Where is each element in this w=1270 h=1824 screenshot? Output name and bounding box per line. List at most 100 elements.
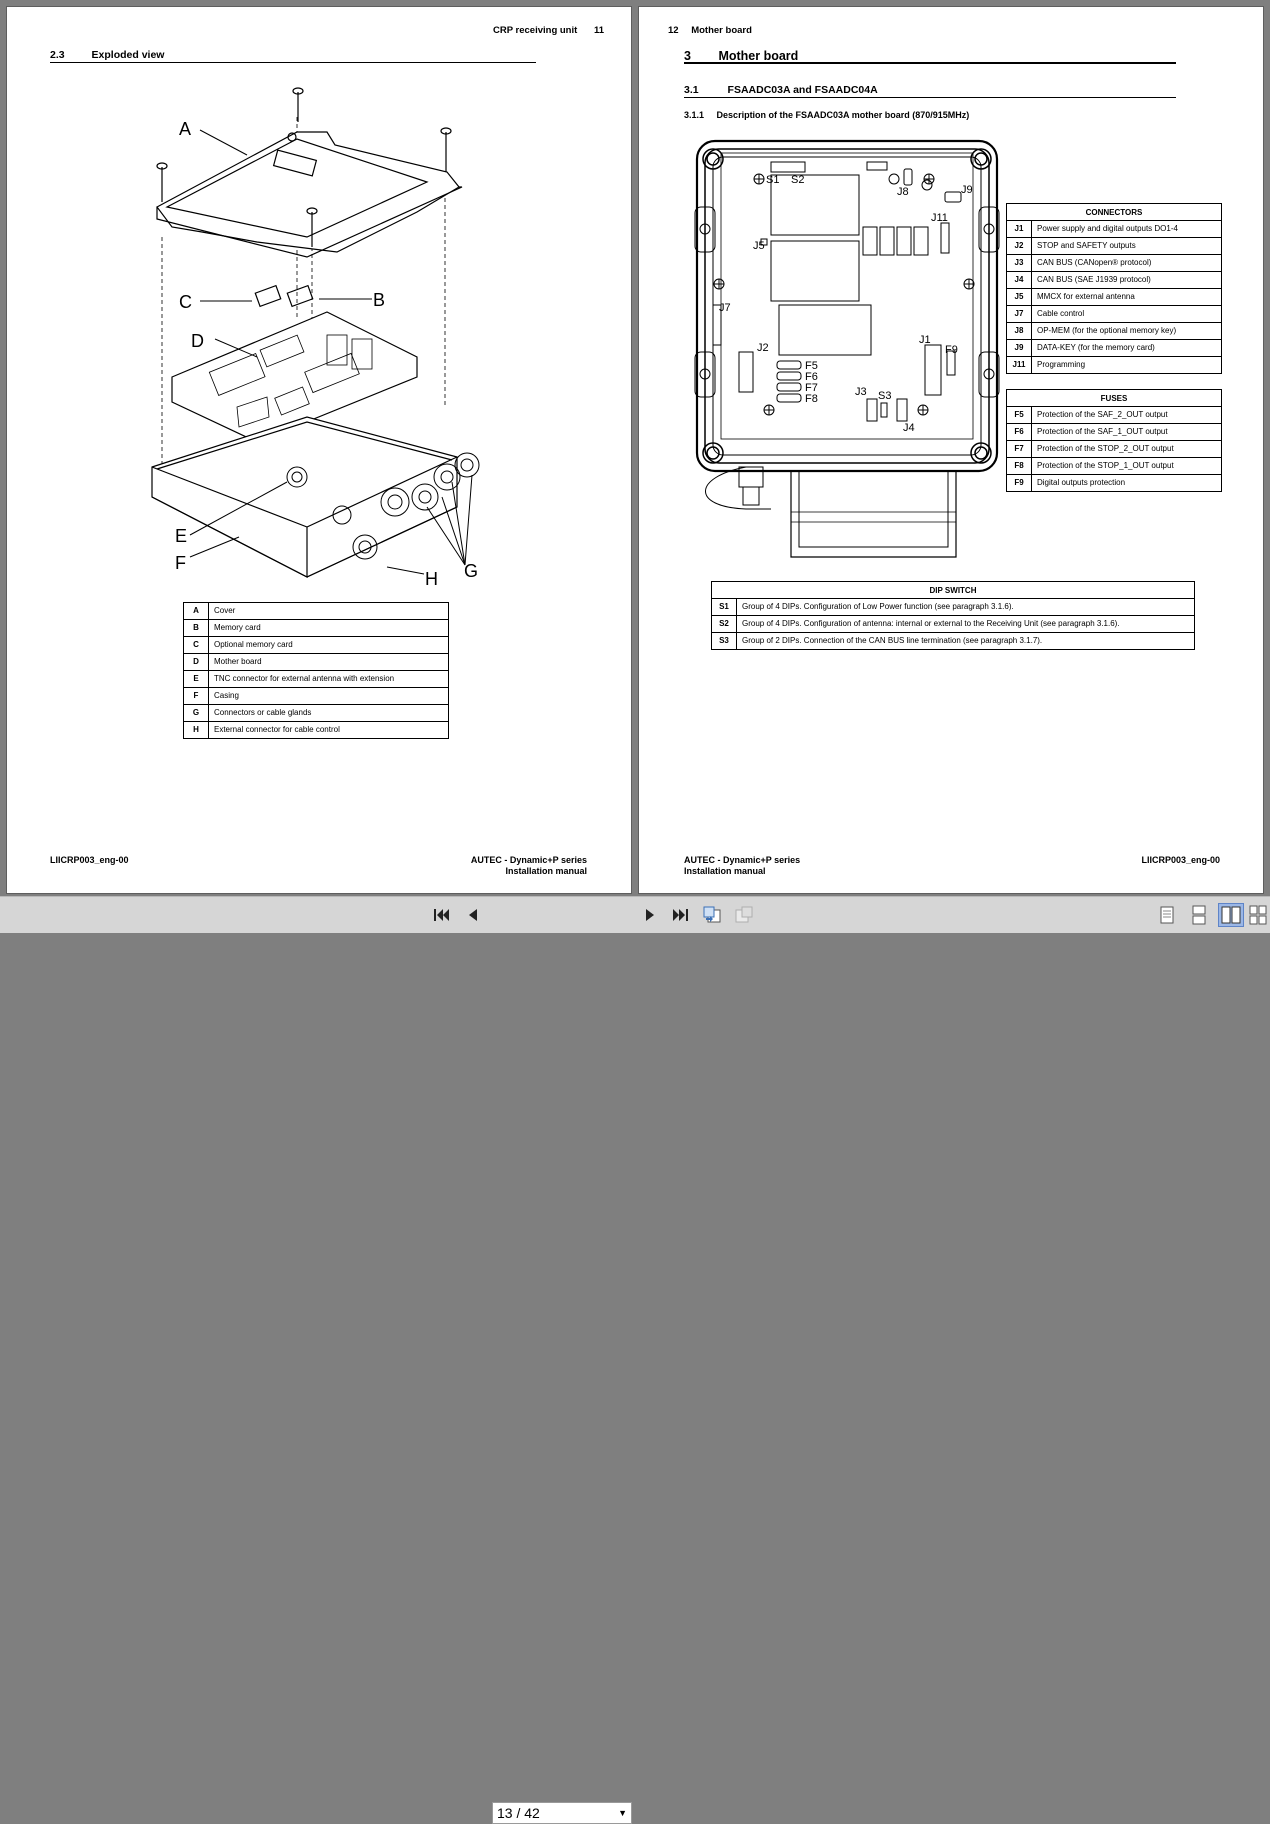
row-description: Group of 2 DIPs. Connection of the CAN B…	[736, 632, 1195, 650]
row-key: F9	[1006, 474, 1032, 492]
two-page-icon[interactable]	[1218, 903, 1244, 927]
row-key: F6	[1006, 423, 1032, 441]
section-rule	[684, 97, 1176, 98]
row-key: S1	[711, 598, 737, 616]
two-page-continuous-icon[interactable]	[1248, 903, 1268, 927]
left-page: CRP receiving unit 11 2.3 Exploded view	[6, 6, 632, 894]
label-g: G	[464, 561, 478, 581]
chapter-heading: 3 Mother board	[684, 49, 798, 63]
row-description: Connectors or cable glands	[208, 704, 449, 722]
row-key: B	[183, 619, 209, 637]
chevron-down-icon[interactable]: ▼	[618, 1808, 627, 1818]
first-page-icon[interactable]	[432, 905, 452, 925]
board-label-j11: J11	[931, 212, 948, 224]
chapter-number: 3	[684, 49, 691, 63]
footer-title: AUTEC - Dynamic+P series Installation ma…	[471, 855, 587, 877]
row-key: A	[183, 602, 209, 620]
board-label-j3: J3	[855, 386, 867, 398]
row-key: J3	[1006, 254, 1032, 272]
viewer-toolbar: 13 / 42 ▼	[0, 896, 1270, 1824]
row-key: J1	[1006, 220, 1032, 238]
board-label-j9: J9	[961, 184, 973, 196]
dip-title: DIP SWITCH	[711, 581, 1195, 599]
row-description: DATA-KEY (for the memory card)	[1031, 339, 1222, 357]
section-number: 3.1	[684, 84, 699, 96]
right-page: 12 Mother board 3 Mother board 3.1 FSAAD…	[638, 6, 1264, 894]
footer-manual: Installation manual	[505, 866, 587, 876]
label-a: A	[179, 119, 191, 139]
row-description: Protection of the SAF_2_OUT output	[1031, 406, 1222, 424]
row-key: J9	[1006, 339, 1032, 357]
row-description: CAN BUS (CANopen® protocol)	[1031, 254, 1222, 272]
row-key: F8	[1006, 457, 1032, 475]
board-label-s1: S1	[766, 174, 779, 186]
footer-series: AUTEC - Dynamic+P series	[470, 855, 587, 865]
mother-board-figure: S1 S2 J8 J9 J11 J5 J7 J2 J1 F9 F5 F6 F7 …	[694, 139, 1000, 558]
row-description: Casing	[208, 687, 449, 705]
header-title: CRP receiving unit	[493, 25, 578, 36]
row-description: Protection of the SAF_1_OUT output	[1031, 423, 1222, 441]
last-page-icon[interactable]	[670, 905, 690, 925]
row-key: E	[183, 670, 209, 688]
row-key: F	[183, 687, 209, 705]
board-label-f7: F7	[805, 382, 818, 394]
row-description: Cover	[208, 602, 449, 620]
row-description: CAN BUS (SAE J1939 protocol)	[1031, 271, 1222, 289]
single-page-icon[interactable]	[1154, 903, 1180, 927]
row-key: J8	[1006, 322, 1032, 340]
board-label-f6: F6	[805, 371, 818, 383]
row-description: Memory card	[208, 619, 449, 637]
row-description: Group of 4 DIPs. Configuration of Low Po…	[736, 598, 1195, 616]
row-description: Mother board	[208, 653, 449, 671]
fuses-title: FUSES	[1006, 389, 1222, 407]
board-label-j4: J4	[903, 422, 915, 434]
label-f: F	[175, 553, 186, 573]
section-heading: 2.3 Exploded view	[50, 49, 164, 61]
page-number-input[interactable]: 13 / 42 ▼	[492, 1802, 632, 1824]
footer-code: LIICRP003_eng-00	[50, 855, 129, 865]
row-description: MMCX for external antenna	[1031, 288, 1222, 306]
chapter-title: Mother board	[718, 49, 799, 63]
row-key: S2	[711, 615, 737, 633]
row-key: J5	[1006, 288, 1032, 306]
row-key: J2	[1006, 237, 1032, 255]
board-label-j1: J1	[919, 334, 931, 346]
continuous-icon[interactable]	[1186, 903, 1212, 927]
back-view-icon[interactable]	[702, 905, 722, 925]
row-key: F7	[1006, 440, 1032, 458]
row-description: STOP and SAFETY outputs	[1031, 237, 1222, 255]
forward-view-icon[interactable]	[734, 905, 754, 925]
board-label-j7: J7	[719, 302, 731, 314]
board-label-f8: F8	[805, 393, 818, 405]
board-label-j5: J5	[753, 240, 765, 252]
exploded-view-figure: A B C D E F G H	[151, 87, 480, 589]
next-page-icon[interactable]	[640, 905, 660, 925]
section-rule	[50, 62, 536, 63]
board-label-j2: J2	[757, 342, 769, 354]
row-description: Protection of the STOP_1_OUT output	[1031, 457, 1222, 475]
label-e: E	[175, 526, 187, 546]
prev-page-icon[interactable]	[463, 905, 483, 925]
row-description: Digital outputs protection	[1031, 474, 1222, 492]
row-description: Group of 4 DIPs. Configuration of antenn…	[736, 615, 1195, 633]
chapter-rule	[684, 62, 1176, 64]
subsection-heading: 3.1.1 Description of the FSAADC03A mothe…	[684, 110, 969, 120]
